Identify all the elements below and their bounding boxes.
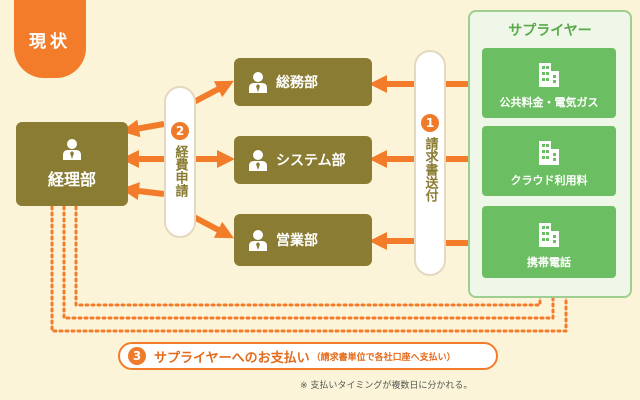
step-label: サプライヤーへのお支払い	[154, 350, 310, 366]
department-general-affairs: 総務部	[234, 58, 372, 106]
supplier-label: 携帯電話	[527, 256, 571, 269]
status-tag: 現状	[14, 0, 86, 78]
building-icon	[539, 63, 559, 87]
department-systems: システム部	[234, 136, 372, 184]
person-icon	[63, 139, 81, 160]
supplier-utilities: 公共料金・電気ガス	[482, 48, 616, 118]
supplier-label: 公共料金・電気ガス	[499, 96, 599, 109]
department-label: 営業部	[276, 233, 318, 249]
supplier-label: クラウド利用料	[510, 174, 588, 187]
supplier-panel-title: サプライヤー	[508, 23, 592, 39]
step-number-badge: 2	[171, 122, 189, 140]
department-sales: 営業部	[234, 214, 372, 266]
supplier-cloud: クラウド利用料	[482, 126, 616, 196]
department-label: 経理部	[47, 170, 96, 189]
step-number-badge: 3	[128, 347, 146, 365]
person-icon	[249, 72, 267, 93]
footnote: ※ 支払いタイミングが複数日に分かれる。	[300, 381, 473, 391]
expense-arrow	[121, 182, 165, 200]
department-label: 総務部	[276, 75, 318, 91]
supplier-mobile: 携帯電話	[482, 206, 616, 278]
department-label: システム部	[276, 153, 346, 169]
step-label: 経費申請	[172, 145, 188, 197]
step-detail: （請求書単位で各社口座へ支払い）	[311, 352, 456, 363]
building-icon	[539, 223, 559, 247]
step-expense-pill: 2 経費申請	[164, 86, 196, 238]
person-icon	[249, 230, 267, 251]
step-invoice-pill: 1 請求書送付	[414, 50, 446, 276]
expense-arrow	[190, 213, 234, 239]
step-number-badge: 1	[421, 114, 439, 132]
step-label: 請求書送付	[422, 137, 438, 202]
building-icon	[539, 141, 559, 165]
step-payment-bar: 3 サプライヤーへのお支払い （請求書単位で各社口座へ支払い）	[118, 342, 498, 370]
expense-arrow	[121, 119, 165, 138]
person-icon	[249, 150, 267, 171]
expense-arrow	[190, 80, 234, 106]
department-accounting: 経理部	[16, 122, 128, 206]
